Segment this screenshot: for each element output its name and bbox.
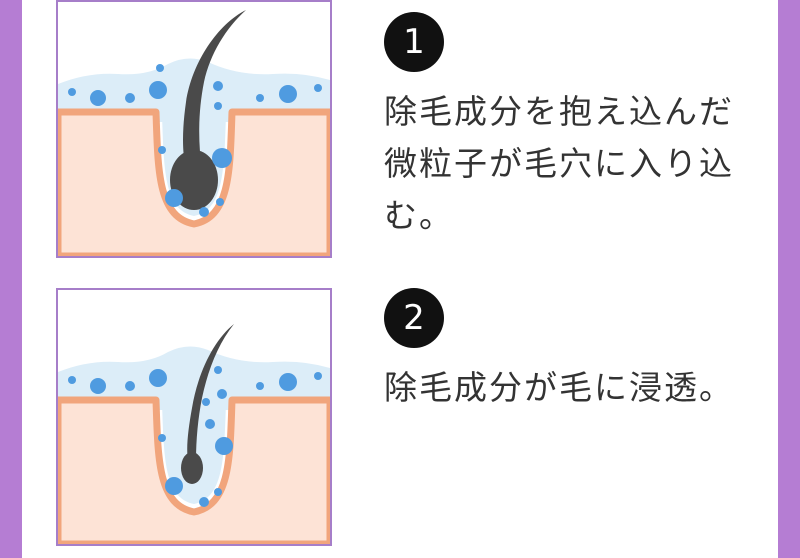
- page: 1 除毛成分を抱え込んだ微粒子が毛穴に入り込む。 2 除毛成分が毛に浸透。: [22, 0, 778, 558]
- step-number-badge: 2: [384, 288, 444, 348]
- hair-shaft: [187, 324, 234, 460]
- skin: [58, 396, 330, 544]
- particles: [68, 64, 322, 217]
- step-number-badge: 1: [384, 12, 444, 72]
- step-description: 除毛成分を抱え込んだ微粒子が毛穴に入り込む。: [384, 92, 734, 235]
- follicle-diagram-1: [58, 2, 330, 256]
- step-2: 2 除毛成分が毛に浸透。: [384, 288, 764, 414]
- step-description: 除毛成分が毛に浸透。: [384, 368, 734, 407]
- step-1: 1 除毛成分を抱え込んだ微粒子が毛穴に入り込む。: [384, 12, 764, 242]
- follicle-diagram-2: [58, 290, 330, 544]
- diagram-panel-1: [56, 0, 332, 258]
- gel-layer: [58, 346, 330, 410]
- skin: [58, 108, 330, 256]
- diagram-panel-2: [56, 288, 332, 546]
- hair-bulb: [181, 452, 203, 484]
- hair-shaft: [183, 10, 246, 170]
- particles: [68, 366, 322, 507]
